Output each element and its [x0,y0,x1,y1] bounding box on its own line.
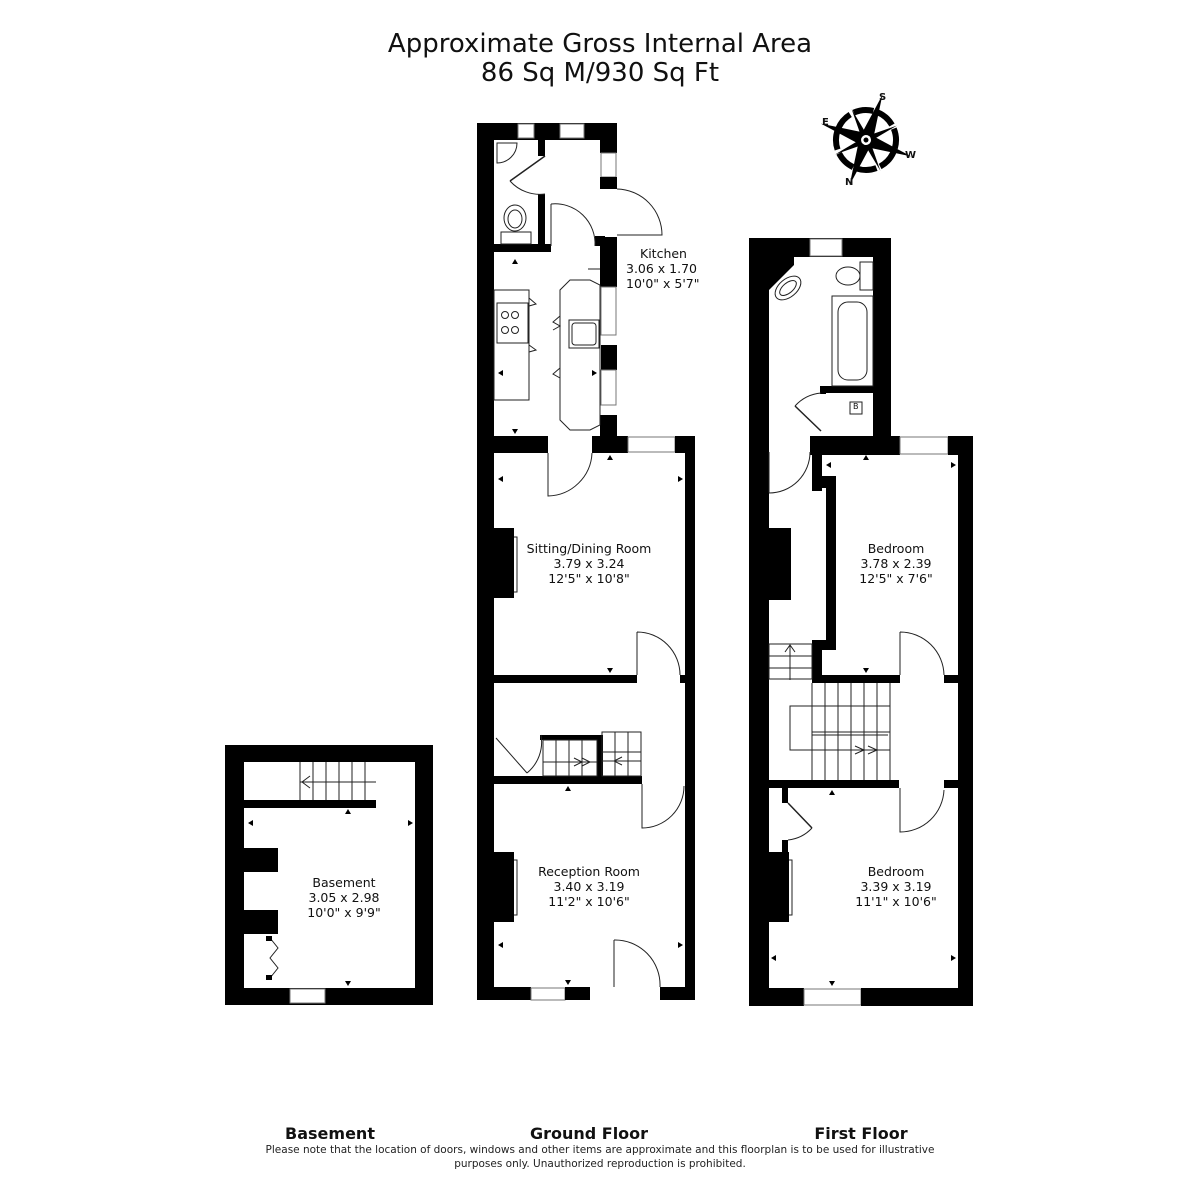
compass-south-label: S [879,92,887,103]
compass-west-label: W [905,150,917,161]
boiler-label: B [853,402,859,411]
room-name: Sitting/Dining Room [526,541,652,556]
floor-label-ground: Ground Floor [529,1124,649,1143]
room-metric: 3.78 x 2.39 [860,556,932,571]
room-label-basement: Basement 3.05 x 2.98 10'0" x 9'9" [307,875,380,920]
room-name: Reception Room [538,864,640,879]
compass-east-label: E [822,117,829,128]
disclaimer-line-2: purposes only. Unauthorized reproduction… [454,1158,746,1170]
room-label-reception: Reception Room 3.40 x 3.19 11'2" x 10'6" [538,864,640,909]
disclaimer-line-1: Please note that the location of doors, … [265,1144,935,1156]
plan-title: Approximate Gross Internal Area [387,29,813,59]
room-metric: 3.40 x 3.19 [553,879,625,894]
room-metric: 3.06 x 1.70 [626,261,698,276]
ground-floor-plan [477,123,695,1001]
room-imperial: 11'2" x 10'6" [548,894,630,909]
room-label-bedroom-1: Bedroom 3.78 x 2.39 12'5" x 7'6" [859,541,932,586]
floor-label-first: First Floor [814,1124,908,1143]
floor-label-basement: Basement [285,1124,375,1143]
room-name: Bedroom [867,541,925,556]
room-metric: 3.39 x 3.19 [860,879,932,894]
room-label-sitting-dining: Sitting/Dining Room 3.79 x 3.24 12'5" x … [527,541,652,586]
basement-plan [225,745,433,1005]
room-label-kitchen: Kitchen 3.06 x 1.70 10'0" x 5'7" [626,246,699,291]
room-imperial: 10'0" x 5'7" [626,276,700,291]
compass-north-label: N [845,177,854,188]
room-name: Kitchen [640,246,687,261]
room-imperial: 12'5" x 10'8" [548,571,630,586]
room-metric: 3.05 x 2.98 [308,890,380,905]
room-label-bedroom-2: Bedroom 3.39 x 3.19 11'1" x 10'6" [855,864,936,909]
room-metric: 3.79 x 3.24 [553,556,625,571]
disclaimer: Please note that the location of doors, … [250,1143,950,1171]
room-imperial: 12'5" x 7'6" [859,571,933,586]
room-imperial: 11'1" x 10'6" [855,894,937,909]
first-floor-plan [749,238,973,1006]
room-name: Bedroom [867,864,925,879]
room-imperial: 10'0" x 9'9" [307,905,381,920]
room-name: Basement [312,875,376,890]
compass-rose-icon [820,94,912,186]
gross-area: 86 Sq M/930 Sq Ft [480,58,720,88]
